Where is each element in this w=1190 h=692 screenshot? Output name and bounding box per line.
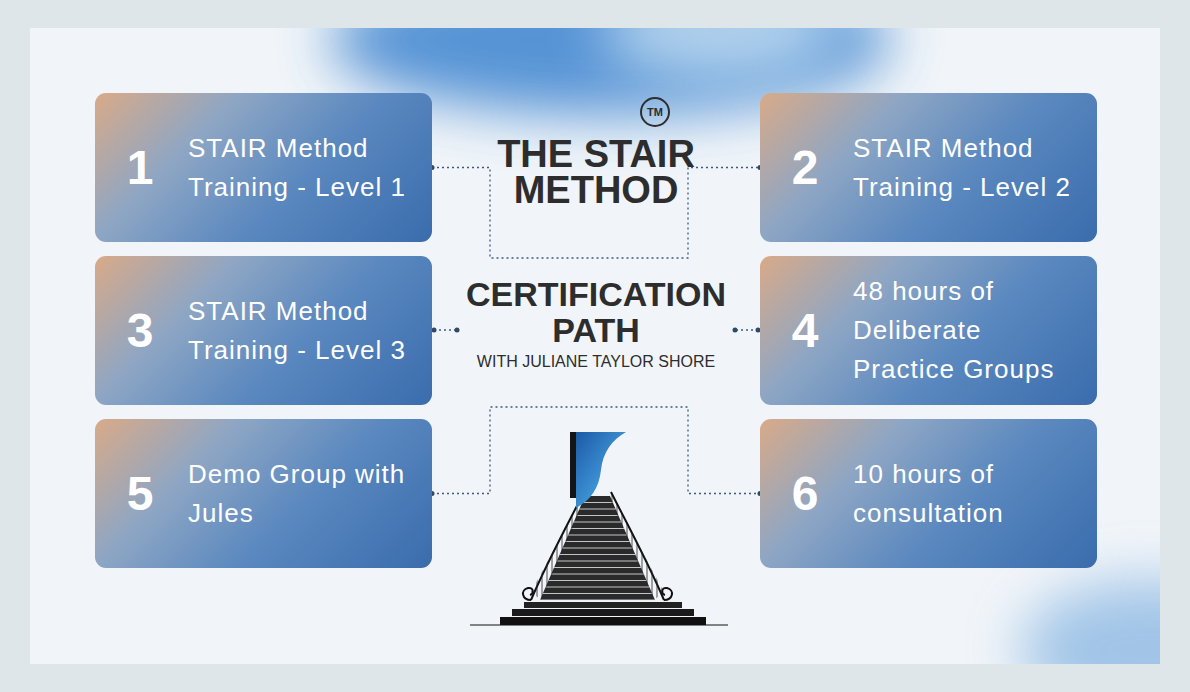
step-number: 2 [776, 144, 834, 192]
stair-step [557, 561, 638, 562]
step-box: 1 STAIR Method Training - Level 1 [95, 93, 432, 242]
diagram-title: THE STAIR METHOD [496, 136, 696, 208]
step-number: 5 [111, 470, 169, 518]
stair-step [582, 502, 613, 503]
step-number: 3 [111, 307, 169, 355]
connector-group [430, 407, 763, 496]
step-text: STAIR Method Training - Level 2 [853, 129, 1083, 207]
blobs [330, 28, 1160, 664]
stair-step [574, 522, 622, 523]
step-box: 3 STAIR Method Training - Level 3 [95, 256, 432, 405]
step-box: 5 Demo Group with Jules [95, 419, 432, 568]
stair-step [546, 587, 650, 588]
stair-step [543, 593, 652, 594]
step-text: Demo Group with Jules [188, 455, 418, 533]
trademark-mark: TM [640, 97, 670, 127]
subtitle-heading: CERTIFICATION PATH [436, 276, 756, 348]
step-number: 1 [111, 144, 169, 192]
step-number: 4 [776, 307, 834, 355]
stair-step [568, 535, 627, 536]
stair-step [560, 554, 636, 555]
stair-illustration [470, 432, 728, 625]
stair-step [577, 515, 619, 516]
dotted-connector [432, 407, 760, 494]
stair-step [571, 528, 624, 529]
step-box: 4 48 hours of Deliberate Practice Groups [760, 256, 1097, 405]
step-box: 2 STAIR Method Training - Level 2 [760, 93, 1097, 242]
stair-step [563, 548, 633, 549]
panel [30, 28, 1160, 664]
step-text: 10 hours of consultation [853, 455, 1083, 533]
stair-step [554, 567, 641, 568]
stair-step [579, 509, 615, 510]
step-box: 6 10 hours of consultation [760, 419, 1097, 568]
author-line: WITH JULIANE TAYLOR SHORE [436, 352, 756, 372]
step-text: STAIR Method Training - Level 3 [188, 292, 418, 370]
stair-step [540, 600, 655, 601]
step-text: STAIR Method Training - Level 1 [188, 129, 418, 207]
stair-step [551, 574, 644, 575]
step-text: 48 hours of Deliberate Practice Groups [853, 272, 1083, 389]
step-number: 6 [776, 470, 834, 518]
stair-step [548, 580, 646, 581]
stair-step [565, 541, 629, 542]
